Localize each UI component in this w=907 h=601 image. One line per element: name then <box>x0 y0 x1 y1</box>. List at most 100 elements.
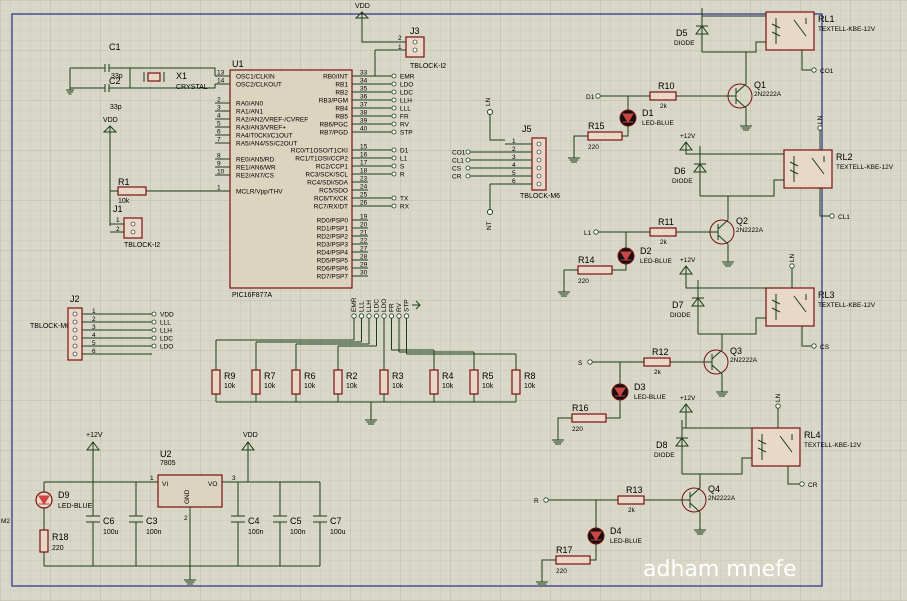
transistor-part: 2N2222A <box>730 357 758 364</box>
j5-ref: J5 <box>522 124 532 134</box>
pulldown-net-label: LLL <box>359 301 366 312</box>
mcu-right-pin-name: RC0/T1OSO/T1CKI <box>291 148 348 155</box>
mcu-left-pin-name: RA0/AN0 <box>236 101 263 108</box>
mcu-right-pin-name: RC5/SDO <box>319 188 348 195</box>
led-ref: D4 <box>610 526 622 536</box>
mcu-net-label: D1 <box>400 148 409 155</box>
mcu-net-label: STP <box>400 130 413 137</box>
regulator-body <box>157 474 223 508</box>
r1-value: 10k <box>118 198 130 205</box>
mcu-right-pin-num: 40 <box>360 126 368 133</box>
relay-channel: RL1TEXTELL-KBE-12VCO1D5DIODEQ12N2222AR10… <box>568 8 876 163</box>
j5-pin-num: 3 <box>512 154 516 161</box>
channel-out-net: CO1 <box>820 68 834 75</box>
svg-text:VI: VI <box>162 481 168 488</box>
led-resistor-ref: R15 <box>588 121 605 131</box>
c2-value: 33p <box>110 104 122 111</box>
base-resistor-value: 2k <box>660 239 668 246</box>
x1-ref: X1 <box>176 71 187 81</box>
mcu-right-pin-name: RB1 <box>335 82 348 89</box>
led-resistor <box>587 131 623 141</box>
mcu-left-pin-num: 9 <box>217 161 221 168</box>
flyback-part: DIODE <box>670 312 691 319</box>
mcu-left-pin-num: 4 <box>217 113 221 120</box>
base-resistor-value: 2k <box>628 507 636 514</box>
base-resistor <box>649 227 677 237</box>
cap-ref: C3 <box>146 516 158 526</box>
channel-supply-label: +12V <box>680 395 696 402</box>
mcu-right-pin-num: 27 <box>360 246 368 253</box>
transistor-part: 2N2222A <box>754 91 782 98</box>
transistor-part: 2N2222A <box>736 227 764 234</box>
led-ref: D1 <box>642 108 654 118</box>
base-resistor <box>617 495 645 505</box>
transistor-part: 2N2222A <box>708 495 736 502</box>
x1-value: CRYSTAL <box>176 84 208 91</box>
mcu-right-pin-name: RB0/INT <box>323 74 348 81</box>
pulldown-value: 10k <box>442 383 454 390</box>
pulldown-ref: R6 <box>304 371 316 381</box>
mcu-right-pin-name: RB4 <box>335 106 348 113</box>
reset-vdd-label: VDD <box>103 117 118 124</box>
j5-net-label: CS <box>452 166 462 173</box>
channel-ln-label: LN <box>817 115 824 124</box>
mcu-right-pin-num: 37 <box>360 102 368 109</box>
cap-ref: C4 <box>248 516 260 526</box>
mcu-right-pin-num: 19 <box>360 214 368 221</box>
mcu-net-label: R <box>400 172 405 179</box>
relay-body <box>751 427 801 467</box>
mcu-left-pin-num: 8 <box>217 153 221 160</box>
led-resistor <box>571 413 607 423</box>
svg-text:2: 2 <box>116 226 120 233</box>
mcu-left-pin-num: 13 <box>217 70 225 77</box>
relay-part: TEXTELL-KBE-12V <box>818 26 876 33</box>
channel-in-net: R <box>534 498 539 505</box>
flyback-part: DIODE <box>654 452 675 459</box>
mcu-right-pin-num: 39 <box>360 118 368 125</box>
pulldown-resistor <box>211 369 221 395</box>
j2-type: TBLOCK-M6 <box>30 323 70 330</box>
pulldown-resistor <box>469 369 479 395</box>
mcu-left-pin-name: RA4/T0CKI/C1OUT <box>236 133 293 140</box>
relay-channels: RL1TEXTELL-KBE-12VCO1D5DIODEQ12N2222AR10… <box>534 8 894 587</box>
j3-connector: VDD 2 1 J3 TBLOCK-I2 <box>354 3 446 76</box>
r18-ref: R18 <box>52 532 69 542</box>
r1-ref: R1 <box>118 177 130 187</box>
base-resistor-ref: R11 <box>658 217 674 227</box>
relay-channel: RL2TEXTELL-KBE-12VCL1LN+12VD6DIODEQ22N22… <box>558 115 894 297</box>
relay-ref: RL4 <box>804 430 821 440</box>
mcu-ref: U1 <box>232 59 244 69</box>
watermark: adham mnefe <box>643 557 796 582</box>
pulldown-value: 10k <box>524 383 536 390</box>
led-resistor-value: 220 <box>572 426 583 433</box>
transistor-ref: Q3 <box>730 346 742 356</box>
pulldown-net-label: EMR <box>351 297 358 312</box>
pulldown-resistor <box>511 369 521 395</box>
mcu-net-label: S <box>400 164 405 171</box>
flyback-part: DIODE <box>674 40 695 47</box>
j1-ref: J1 <box>113 204 123 214</box>
out-rail-label: VDD <box>243 432 258 439</box>
mcu-net-label: RV <box>400 122 410 129</box>
mcu-right-pin-name: RB3/PGM <box>319 98 348 105</box>
mcu-left-pin-num: 2 <box>217 97 221 104</box>
mcu-left-pin-num: 6 <box>217 129 221 136</box>
mcu-right-pin-name: RB2 <box>335 90 348 97</box>
c1-value: 33p <box>111 73 123 80</box>
pulldown-net-label: LLH <box>366 300 373 312</box>
relay-body <box>765 287 815 327</box>
channel-out-net: CL1 <box>838 214 850 221</box>
mcu-right-pin-name: RD3/PSP3 <box>317 242 349 249</box>
led-resistor-value: 220 <box>578 278 589 285</box>
pulldown-resistor <box>291 369 301 395</box>
pulldown-ref: R5 <box>482 371 494 381</box>
mcu-right-pin-name: RD1/PSP1 <box>317 226 349 233</box>
power-supply: +12V VDD U2 7805 VI VO GND 1 3 2 D9 LED-… <box>1 432 346 585</box>
cap-ref: C6 <box>103 516 115 526</box>
mcu-right-pin-name: RB6/PGC <box>319 122 348 129</box>
j3-ref: J3 <box>410 26 420 36</box>
channel-supply-label: +12V <box>680 133 696 140</box>
